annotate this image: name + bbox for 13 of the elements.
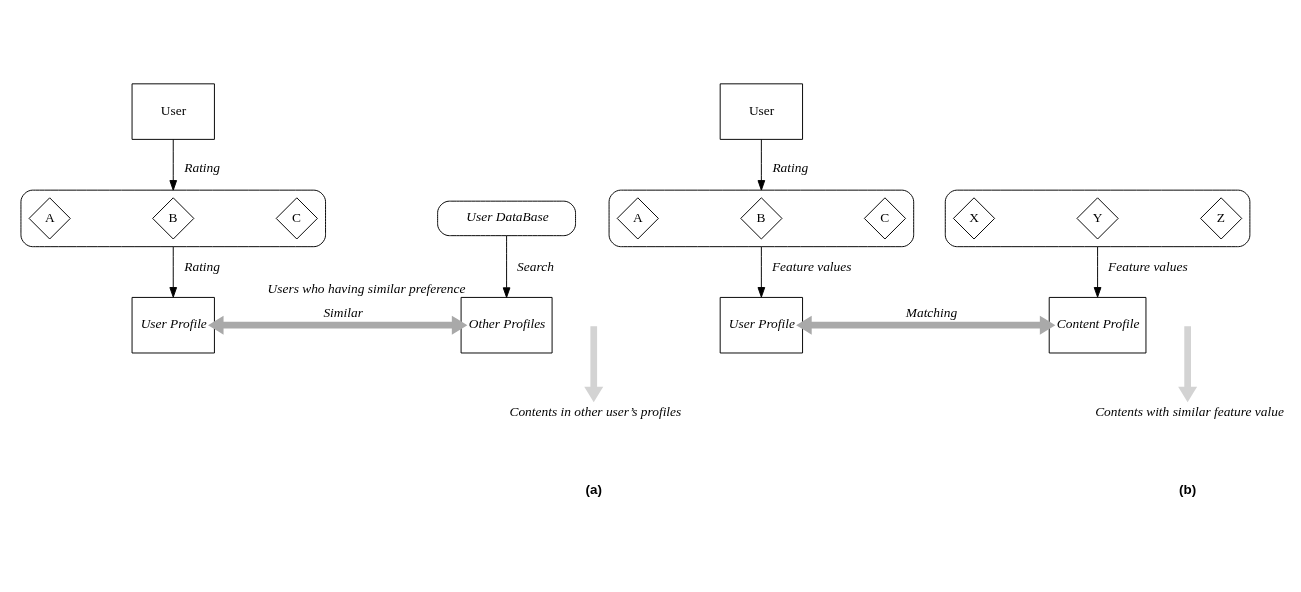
edge-label: Feature values — [771, 259, 852, 275]
edge-label: Similar — [323, 305, 363, 321]
edge-label: Feature values — [1108, 259, 1188, 275]
edge-label: Rating — [184, 159, 221, 175]
node-text: Contents in other user’s profiles — [509, 403, 682, 419]
label: (a) — [585, 481, 602, 497]
edge-label: Search — [517, 259, 554, 275]
edge-label: Matching — [905, 305, 958, 321]
edge-label: Rating — [184, 259, 221, 275]
node-label: Users who having similar preference — [267, 280, 466, 296]
node-text: Contents with similar feature value — [1095, 403, 1284, 419]
edge-label: Rating — [772, 159, 809, 175]
label: (b) — [1179, 481, 1197, 497]
